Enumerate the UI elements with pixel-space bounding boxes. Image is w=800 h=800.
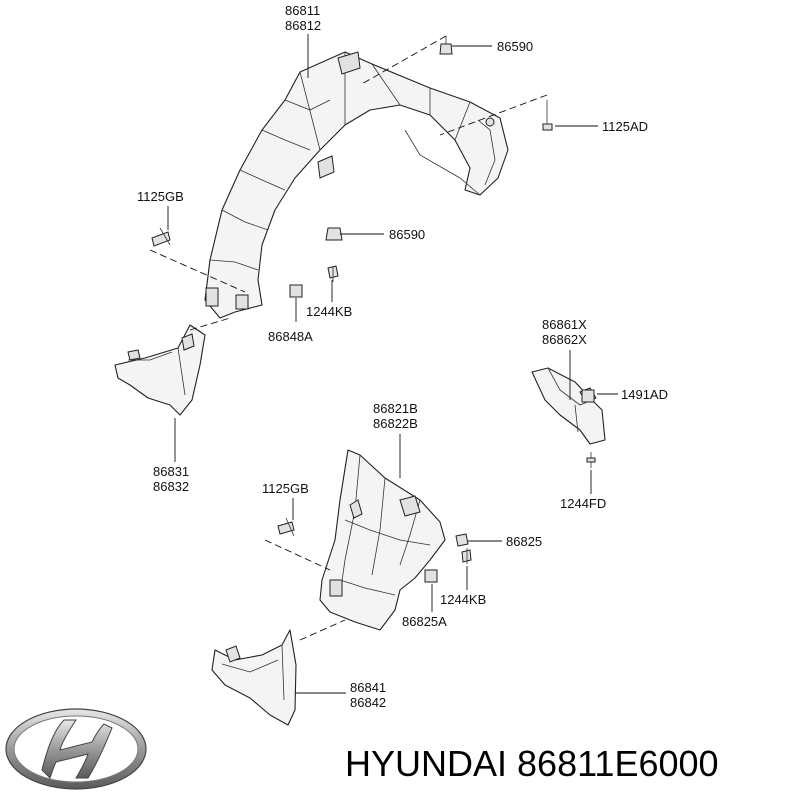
- label-86841: 86841: [350, 680, 386, 695]
- label-bracket: 86861X 86862X: [542, 317, 587, 347]
- label-clip-mid: 86590: [389, 227, 425, 242]
- fastener-nut-lower: [424, 569, 438, 583]
- label-clip-lower: 86825: [506, 534, 542, 549]
- label-nut-upper: 86848A: [268, 329, 313, 344]
- label-bolt-top-right: 1125AD: [602, 119, 648, 134]
- fastener-clip-top: [439, 36, 453, 55]
- fastener-screw-lower: [461, 548, 472, 564]
- label-bolt-left-lower: 1125GB: [262, 481, 309, 496]
- label-bolt-left-upper: 1125GB: [137, 189, 184, 204]
- label-86832: 86832: [153, 479, 189, 494]
- label-86831: 86831: [153, 464, 189, 479]
- fastener-screw-bracket: [586, 452, 596, 468]
- label-86861X: 86861X: [542, 317, 587, 332]
- label-fender-liner-front: 86811 86812: [285, 3, 321, 33]
- alignment-lines: [149, 35, 548, 641]
- label-mud-guard-front: 86831 86832: [153, 464, 189, 494]
- fastener-screw-upper: [327, 265, 339, 282]
- fastener-bolt-left-upper: [151, 227, 171, 247]
- hyundai-logo-icon: [5, 708, 147, 790]
- leader-lines: [167, 34, 618, 694]
- rear-fender-liner: [319, 449, 446, 631]
- label-screw-lower: 1244KB: [440, 592, 486, 607]
- fastener-clip-bracket: [581, 389, 595, 403]
- front-mud-guard: [114, 324, 206, 416]
- label-nut-lower: 86825A: [402, 614, 447, 629]
- rear-mud-guard: [211, 629, 297, 726]
- fastener-clip-mid: [325, 227, 343, 241]
- fastener-bolt-top-right: [542, 100, 553, 131]
- label-86811: 86811: [285, 3, 320, 18]
- fastener-bolt-left-lower: [277, 517, 295, 537]
- label-clip-bracket: 1491AD: [621, 387, 668, 402]
- front-fender-liner: [204, 51, 509, 319]
- bracket-part: [531, 367, 606, 445]
- fastener-clip-lower: [455, 533, 469, 547]
- brand-title: HYUNDAI 86811E6000: [345, 743, 719, 784]
- label-screw-upper: 1244KB: [306, 304, 352, 319]
- label-86862X: 86862X: [542, 332, 587, 347]
- label-screw-bracket: 1244FD: [560, 496, 606, 511]
- label-86821B: 86821B: [373, 401, 418, 416]
- label-86822B: 86822B: [373, 416, 418, 431]
- label-mud-guard-rear: 86841 86842: [350, 680, 386, 710]
- label-86812: 86812: [285, 18, 321, 33]
- label-clip-top: 86590: [497, 39, 533, 54]
- fastener-nut-upper: [289, 284, 303, 298]
- label-86842: 86842: [350, 695, 386, 710]
- label-fender-liner-rear: 86821B 86822B: [373, 401, 418, 431]
